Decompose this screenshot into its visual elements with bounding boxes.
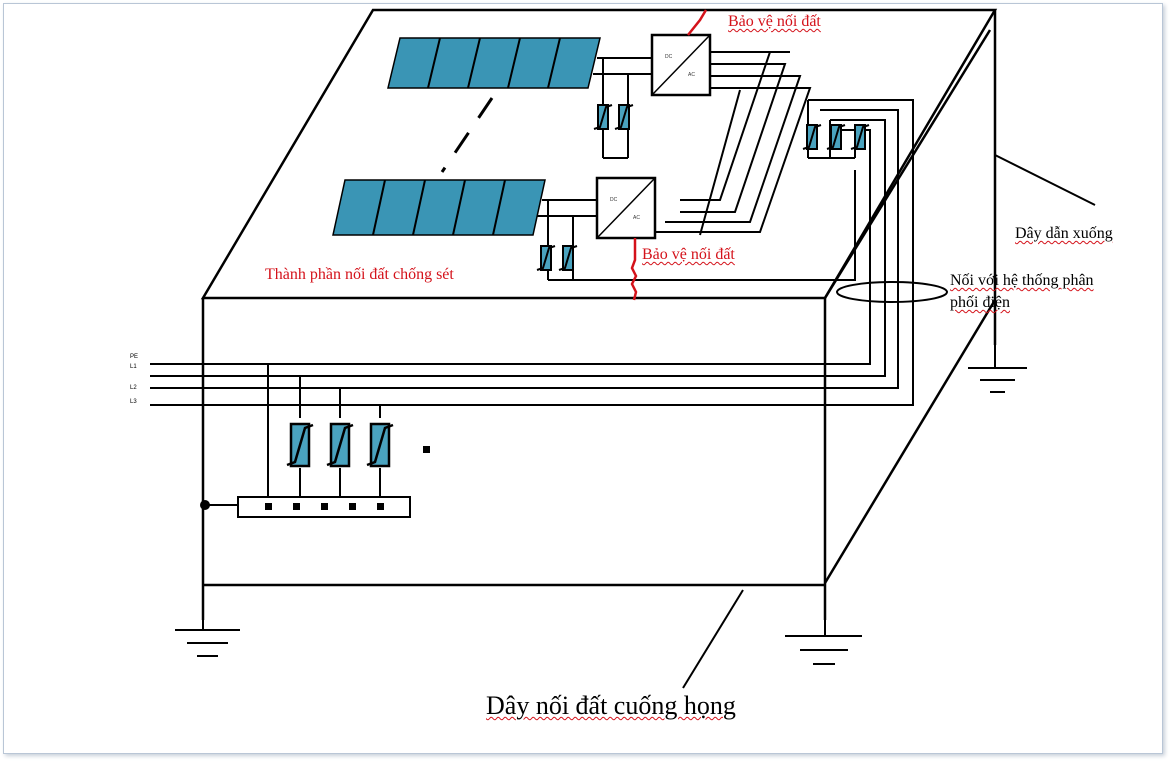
diagram-frame <box>3 3 1163 754</box>
surge-arrester-icon <box>850 124 870 150</box>
building-outline <box>200 8 998 620</box>
distribution-connection-label-2: phối điện <box>950 294 1010 311</box>
line-label-l2: L2 <box>130 385 137 391</box>
inverter-icon: DC AC <box>595 176 657 240</box>
inverter-dc-label: DC <box>610 197 618 203</box>
line-label-pe: PE <box>130 354 138 360</box>
grounding-terminal-bar <box>237 496 411 518</box>
surge-arrester-icon <box>802 124 822 150</box>
junction-dot <box>200 500 210 510</box>
ground-symbol-icon <box>968 345 1027 393</box>
earth-protection-mark-top <box>687 9 708 36</box>
dot-marker <box>423 446 430 453</box>
surge-arrester-icon <box>365 422 395 468</box>
surge-arrester-icon <box>285 422 315 468</box>
surge-arrester-icon <box>536 245 556 271</box>
surge-arrester-icon <box>614 104 634 130</box>
distribution-connection-label-1: Nối với hệ thống phân <box>950 272 1094 289</box>
earth-protection-label-mid: Bảo vệ nối đất <box>642 246 735 263</box>
line-label-l3: L3 <box>130 399 137 405</box>
throat-ground-leader <box>682 589 744 689</box>
down-conductor-leader <box>994 154 1096 206</box>
earth-protection-label-top: Bảo vệ nối đất <box>728 13 821 30</box>
inverter-icon: DC AC <box>650 33 712 97</box>
earth-protection-mark-mid <box>630 238 638 301</box>
solar-panel-icon <box>387 37 601 89</box>
inverter-ac-label: AC <box>633 215 640 221</box>
throat-ground-wire-label: Dây nối đất cuống họng <box>486 691 736 720</box>
ground-symbol-icon <box>175 629 240 657</box>
down-conductor-label: Dây dẫn xuống <box>1015 225 1113 242</box>
surge-arrester-icon <box>325 422 355 468</box>
power-line-labels: PE L1 L2 L3 <box>130 354 138 405</box>
surge-arrester-icon <box>593 104 613 130</box>
lightning-grounding-component-label: Thành phần nối đất chống sét <box>265 266 454 283</box>
surge-arrester-icon <box>558 245 578 271</box>
solar-panel-icon <box>332 179 546 236</box>
panel-continuation-dash <box>440 97 494 173</box>
inverter-ac-label: AC <box>688 72 695 78</box>
ground-symbol-icon <box>785 620 862 665</box>
line-label-l1: L1 <box>130 364 137 370</box>
cable-bundle-marker <box>836 281 948 303</box>
inverter-dc-label: DC <box>665 54 673 60</box>
